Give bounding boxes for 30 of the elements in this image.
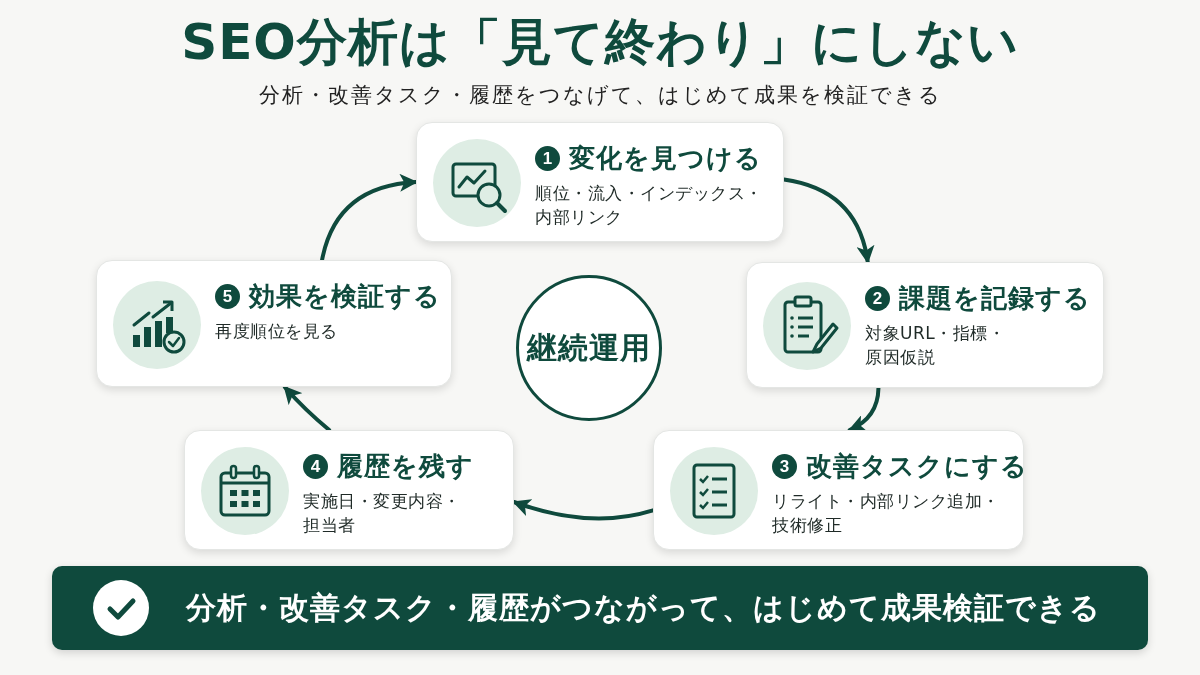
step-card bbox=[184, 430, 514, 550]
step-card bbox=[96, 260, 452, 387]
subtitle: 分析・改善タスク・履歴をつなげて、はじめて成果を検証できる bbox=[257, 82, 943, 108]
step-card bbox=[746, 262, 1104, 388]
banner-text: 分析・改善タスク・履歴がつながって、はじめて成果検証できる bbox=[186, 589, 1101, 627]
curved-arrow bbox=[282, 385, 332, 432]
center-circle: 継続運用 bbox=[516, 275, 662, 421]
step-heading: 変化を見つける bbox=[569, 143, 762, 173]
curved-arrow bbox=[320, 174, 418, 262]
step-number: 4 bbox=[303, 453, 328, 479]
step-description: 順位・流入・インデックス・内部リンク bbox=[535, 182, 764, 229]
step-number: 3 bbox=[772, 453, 797, 479]
summary-banner bbox=[52, 566, 1148, 650]
step-description: 実施日・変更内容・担当者 bbox=[303, 490, 462, 537]
step-heading: 効果を検証する bbox=[249, 281, 441, 311]
step-description: 再度順位を見る bbox=[215, 320, 339, 343]
step-card bbox=[653, 430, 1024, 550]
step-heading: 履歴を残す bbox=[337, 451, 474, 481]
step-number: 5 bbox=[215, 283, 240, 309]
title: SEO分析は「見て終わり」にしない bbox=[180, 12, 1020, 72]
step-number: 1 bbox=[535, 145, 560, 171]
curved-arrow bbox=[847, 386, 881, 432]
step-heading: 改善タスクにする bbox=[806, 451, 1028, 481]
step-description: 対象URL・指標・原因仮説 bbox=[865, 322, 1007, 369]
curved-arrow bbox=[782, 177, 874, 264]
step-description: リライト・内部リンク追加・技術修正 bbox=[772, 490, 1001, 537]
step-number: 2 bbox=[865, 285, 890, 311]
step-card bbox=[416, 122, 784, 242]
step-heading: 課題を記録する bbox=[899, 283, 1091, 313]
curved-arrow bbox=[512, 498, 655, 521]
